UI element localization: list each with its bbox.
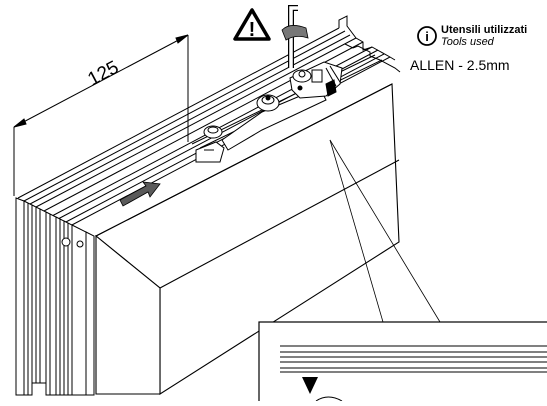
warning-symbol: ! [249,19,256,41]
info-symbol: i [425,29,429,44]
direction-arrow-icon [119,181,161,207]
dimension-arrow-left [13,118,27,128]
tools-label-italian: Utensili utilizzati [441,24,527,36]
dimension-value: 125 [84,57,122,90]
tools-label-english: Tools used [441,36,495,48]
marker-triangle-icon [302,377,318,394]
allen-key [281,5,309,68]
rail-end-section [15,197,95,396]
info-icon: i [417,26,437,46]
callout-leader [329,139,441,323]
dimension-arrow-right [175,34,189,44]
tool-name: ALLEN - 2.5mm [410,57,510,73]
panel-block [94,83,400,396]
dimension-line [13,34,189,128]
carriage-assembly [195,61,343,163]
detail-inset [258,321,547,406]
dimension-annotation [13,34,189,196]
warning-icon: ! [233,8,271,41]
